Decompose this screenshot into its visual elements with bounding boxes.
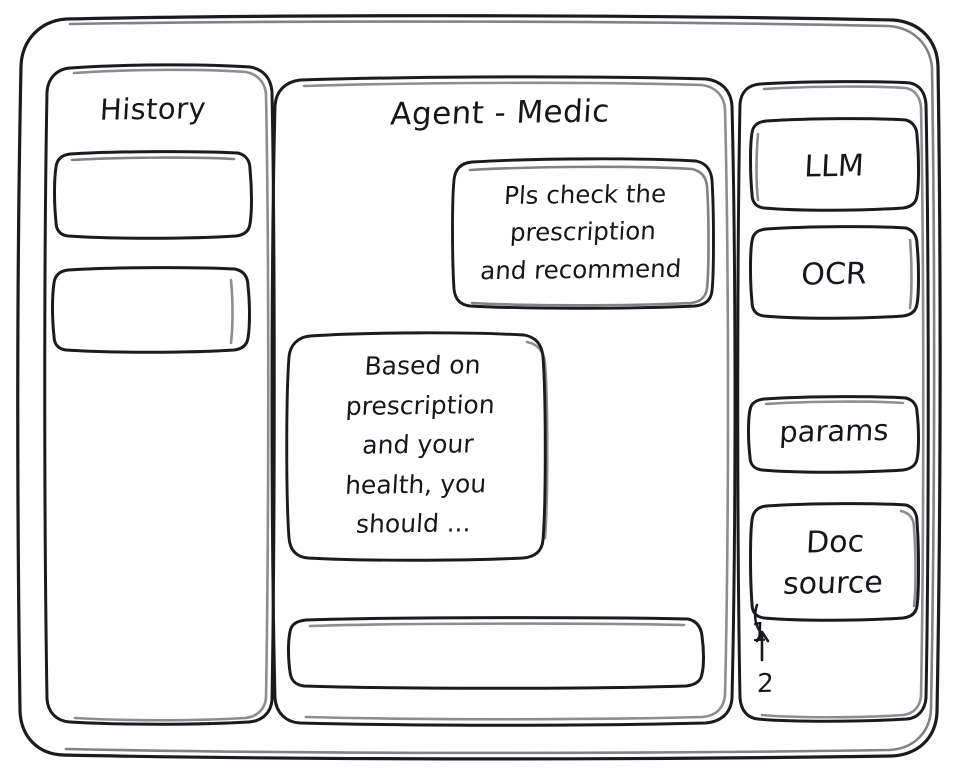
assistant-message-line-3: and your bbox=[361, 429, 475, 460]
params-card[interactable] bbox=[748, 396, 920, 472]
history-panel-title: History bbox=[99, 91, 208, 127]
user-message-line-3: and recommend bbox=[479, 253, 683, 285]
assistant-message-line-2: prescription bbox=[345, 389, 496, 421]
history-item-2[interactable] bbox=[52, 267, 252, 355]
assistant-message-line-5: should ... bbox=[355, 508, 472, 539]
user-message-line-1: Pls check the bbox=[503, 179, 667, 211]
agent-panel-title: Agent - Medic bbox=[389, 93, 611, 133]
history-item-1[interactable] bbox=[54, 152, 254, 240]
ocr-card[interactable] bbox=[750, 226, 920, 318]
llm-card[interactable] bbox=[750, 118, 920, 210]
composer-input[interactable] bbox=[290, 618, 704, 688]
assistant-message-bubble: Based on prescription and your health, y… bbox=[288, 334, 549, 555]
doc-source-card[interactable] bbox=[750, 503, 920, 621]
assistant-message-line-4: health, you bbox=[344, 468, 488, 500]
user-message-line-2: prescription bbox=[509, 216, 657, 248]
doc-source-item-2[interactable]: 2 bbox=[756, 668, 775, 700]
doc-source-item-1[interactable]: 1 bbox=[750, 617, 769, 649]
user-message-bubble: Pls check the prescription and recommend bbox=[454, 160, 712, 303]
assistant-message-line-1: Based on bbox=[363, 350, 482, 381]
